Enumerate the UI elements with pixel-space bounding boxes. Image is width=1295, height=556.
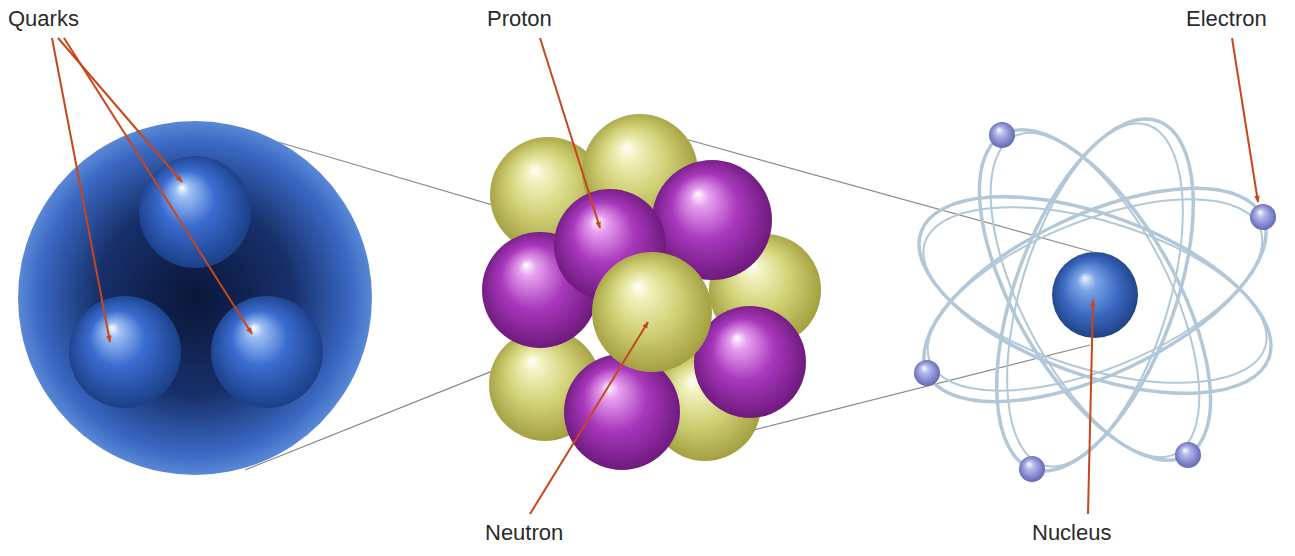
part-label: Neutron [485,520,563,546]
proton-closeup [18,121,372,475]
proton-sphere [18,121,372,475]
leader-arrow [1088,300,1093,514]
electron-orbits [894,94,1295,496]
leader-arrow [530,322,648,514]
leader-arrow [52,38,110,342]
leader-arrow [64,38,252,334]
electron-sphere [989,122,1015,148]
callout-arrows [52,38,1258,514]
part-label: Quarks [8,6,79,32]
nucleus-cluster [482,114,821,470]
orbit [894,157,1295,434]
atom-parts [914,122,1276,482]
orbit [894,144,1295,445]
neutron-sphere [592,252,712,372]
orbit [957,94,1234,496]
nucleus-sphere [1052,252,1138,338]
orbit [903,172,1287,418]
part-label: Electron [1186,6,1267,32]
orbit [933,95,1257,495]
proton-sphere [564,354,680,470]
quark-sphere [139,156,251,268]
orbit [948,103,1241,487]
leader-arrow [1232,38,1258,202]
quark-sphere [69,296,181,408]
orbit [972,103,1218,487]
leader-arrow [540,38,600,228]
electron-sphere [1019,456,1045,482]
electron-sphere [1175,442,1201,468]
electron-sphere [1250,204,1276,230]
part-label: Proton [487,6,552,32]
electron-sphere [914,360,940,386]
quark-sphere [211,296,323,408]
zoom-lines [245,132,1093,470]
part-label: Nucleus [1032,520,1111,546]
